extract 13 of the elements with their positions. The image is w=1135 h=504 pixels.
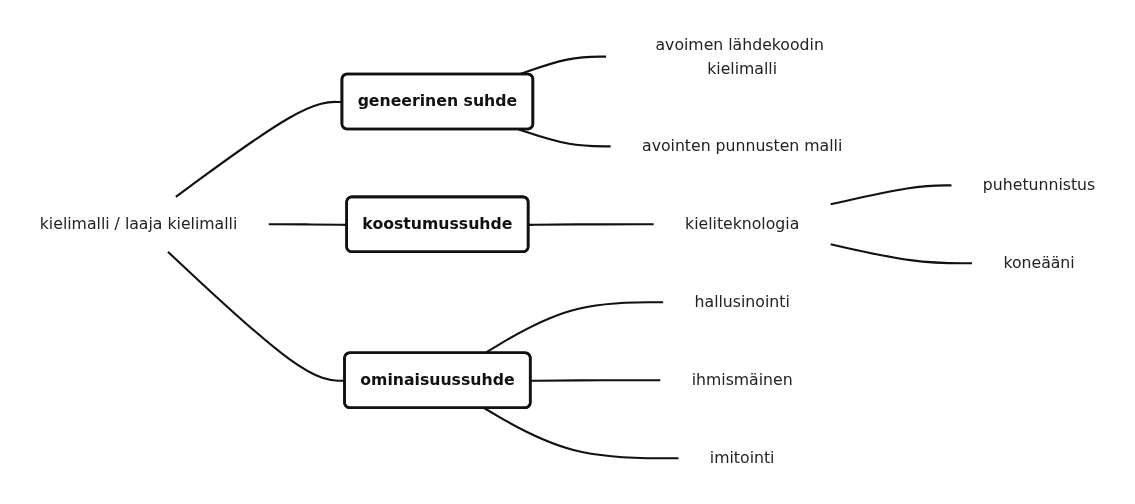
node-text: kielimalli / laaja kielimalli <box>39 215 238 234</box>
connector <box>830 243 972 265</box>
node-text: koneääni <box>1003 254 1075 273</box>
node-text: imitointi <box>709 449 775 468</box>
node-text: ihmismäinen <box>691 371 793 390</box>
connector <box>528 223 654 227</box>
connector <box>830 184 952 206</box>
connector <box>530 379 661 383</box>
node-text: hallusinointi <box>694 293 790 312</box>
node-text: avointen punnusten malli <box>642 137 843 156</box>
node-text: puhetunnistus <box>982 176 1096 195</box>
node-text: avoimen lähdekoodin kielimalli <box>655 35 824 79</box>
node-text: kieliteknologia <box>685 215 800 234</box>
